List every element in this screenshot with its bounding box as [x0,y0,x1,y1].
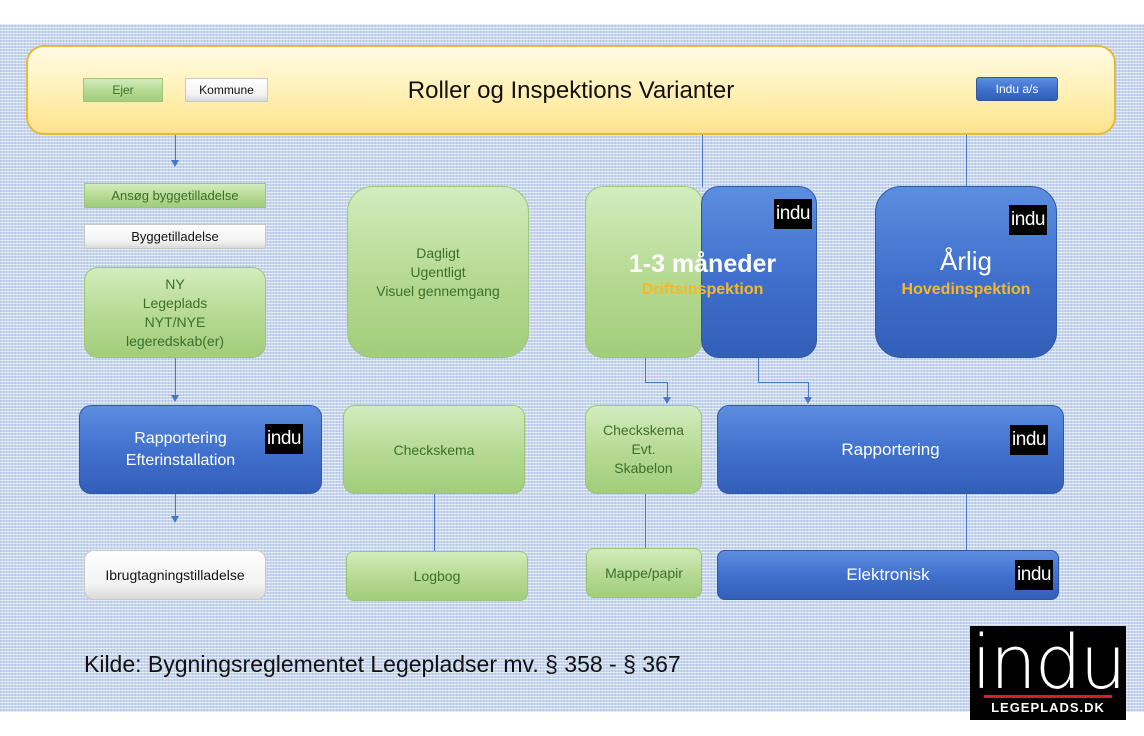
electronic-box: Elektronisk [717,550,1059,600]
legend-owner: Ejer [83,78,163,102]
indu-logo-owner-reporting: indu [265,424,303,454]
apply-permit-label: Ansøg byggetilladelse [111,188,239,203]
connector-owner-2 [175,357,176,397]
electronic-label: Elektronisk [846,565,930,584]
arrow-company [804,397,812,404]
folder-box: Mappe/papir [586,548,702,598]
indu-logo-annual-reporting: indu [1010,425,1048,455]
daily-line-1: Dagligt [416,244,460,261]
owner-reporting-line-1: Rapportering [134,429,227,447]
legend-company: Indu a/s [976,77,1058,101]
operational-checklist-box: Checkskema Evt. Skabelon [585,405,702,494]
indu-logo-operational: indu [774,199,812,229]
brand-underline [984,695,1112,698]
arrow-owner-3 [171,516,179,523]
daily-checklist-label: Checkskema [393,441,475,458]
connector-annual-top [966,135,967,187]
operational-checklist-line-2: Evt. [631,441,656,457]
legend-company-label: Indu a/s [995,82,1039,96]
arrow-owner-2 [171,395,179,402]
new-playground-line-3: NYT/NYE [144,313,206,330]
folder-label: Mappe/papir [605,565,683,581]
new-playground-box: NY Legeplads NYT/NYE legeredskab(er) [84,267,266,358]
annual-type: Hovedinspektion [901,280,1031,298]
usage-permit-label: Ibrugtagningstilladelse [105,567,245,583]
connector-ops-folder [645,493,646,548]
indu-brand-logo: indu LEGEPLADS.DK [970,620,1127,720]
connector-annual-elec [966,493,967,550]
legend-municipality-label: Kommune [199,83,254,97]
source-text: Kilde: Bygningsreglementet Legepladser m… [84,651,681,677]
connector-ops-down2 [667,382,668,398]
daily-line-3: Visuel gennemgang [376,282,500,299]
operational-checklist-line-1: Checkskema [603,422,684,438]
usage-permit-box: Ibrugtagningstilladelse [84,550,266,600]
apply-permit-box: Ansøg byggetilladelse [84,183,266,208]
connector-company-top [702,135,703,187]
arrow-ops [663,397,671,404]
connector-daily [434,493,435,551]
operational-type: Driftsinspektion [641,280,764,298]
daily-frequency-box: Dagligt Ugentligt Visuel gennemgang [347,186,529,358]
new-playground-line-1: NY [165,275,185,292]
operational-interval-label-wrap: 1-3 måneder Driftsinspektion [600,244,805,304]
new-playground-line-2: Legeplads [142,294,208,311]
connector-ops-down [645,357,646,382]
daily-checklist-box: Checkskema [343,405,525,494]
connector-company-down [758,357,759,382]
indu-logo-electronic: indu [1015,560,1053,590]
indu-logo-annual: indu [1009,205,1047,235]
logbook-box: Logbog [346,551,528,601]
legend-owner-label: Ejer [112,83,134,97]
connector-ops-across [645,382,667,383]
operational-checklist-line-3: Skabelon [614,460,673,476]
building-permit-label: Byggetilladelse [131,229,219,244]
new-playground-line-4: legeredskab(er) [125,332,225,349]
connector-company-down2 [808,382,809,398]
brand-wordmark: indu [971,620,1126,706]
brand-domain: LEGEPLADS.DK [991,700,1105,715]
annual-interval: Årlig [939,245,992,276]
connector-owner-3 [175,493,176,518]
connector-owner-1 [175,135,176,162]
header-banner: Roller og Inspektions Varianter Ejer Kom… [26,45,1116,135]
daily-line-2: Ugentligt [410,263,466,280]
annual-reporting-label: Rapportering [841,439,940,459]
logbook-label: Logbog [413,568,461,584]
operational-interval: 1-3 måneder [628,249,777,278]
legend-municipality: Kommune [185,78,268,102]
annual-reporting-box: Rapportering [717,405,1064,494]
owner-reporting-line-2: Efterinstallation [125,451,236,469]
diagram-title: Roller og Inspektions Varianter [407,77,735,104]
connector-company-across [758,382,808,383]
building-permit-box: Byggetilladelse [84,224,266,249]
arrow-owner-1 [171,160,179,167]
